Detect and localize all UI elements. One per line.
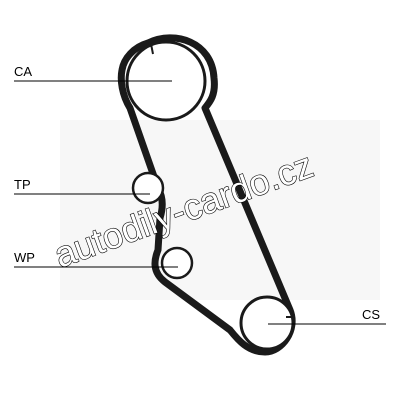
label-wp: WP	[14, 250, 35, 265]
pulley-water-pump	[160, 246, 194, 280]
water-pump-pulley-circle	[160, 246, 194, 280]
pulley-tensioner	[131, 171, 165, 205]
label-ca: CA	[14, 64, 32, 79]
leader-lines	[14, 80, 386, 325]
belt-outer	[117, 34, 296, 356]
timing-belt	[117, 34, 296, 356]
label-cs: CS	[362, 307, 380, 322]
camshaft-timing-mark	[150, 43, 154, 55]
pulley-crankshaft	[239, 295, 295, 351]
tensioner-pulley-circle	[131, 171, 165, 205]
label-tp: TP	[14, 177, 31, 192]
crankshaft-pulley-circle	[239, 295, 295, 351]
